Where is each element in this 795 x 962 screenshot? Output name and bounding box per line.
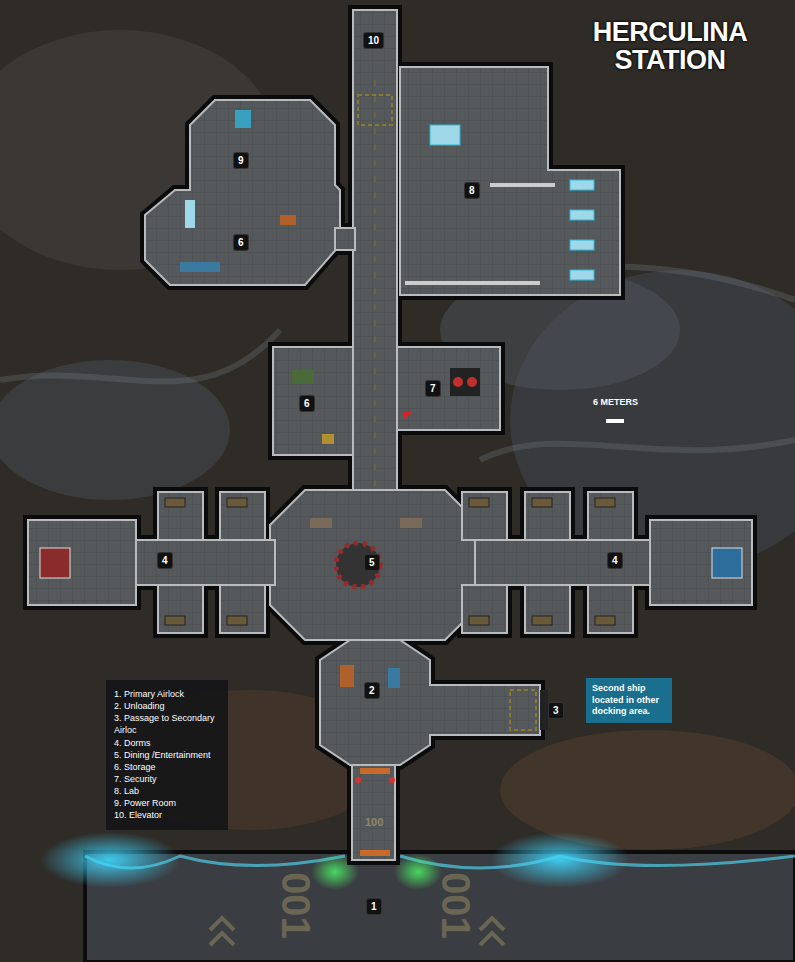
room-number: 4 — [608, 553, 622, 568]
legend-entry: 8. Lab — [114, 785, 220, 797]
legend-entry: 4. Dorms — [114, 737, 220, 749]
room-number-text: 2 — [369, 685, 375, 696]
room-number-text: 8 — [469, 185, 475, 196]
room-number-text: 4 — [162, 555, 168, 566]
room-number-text: 6 — [304, 398, 310, 409]
map-title: HERCULINA STATION — [590, 18, 750, 75]
legend-entry: 9. Power Room — [114, 797, 220, 809]
pad-marking: 001 — [273, 872, 318, 939]
room-number-text: 9 — [238, 155, 244, 166]
room-number: 2 — [365, 683, 379, 698]
room-number: 4 — [158, 553, 172, 568]
room-number-text: 1 — [371, 901, 377, 912]
legend-panel: 1. Primary Airlock2. Unloading3. Passage… — [106, 680, 228, 830]
legend-entry: 5. Dining /Entertainment — [114, 749, 220, 761]
floor-marking: 100 — [365, 816, 383, 828]
room-number: 6 — [234, 235, 248, 250]
room-number: 7 — [426, 381, 440, 396]
legend-entry: 1. Primary Airlock — [114, 688, 220, 700]
legend-entry: 10. Elevator — [114, 809, 220, 821]
room-number: 8 — [465, 183, 479, 198]
room-number-text: 10 — [368, 35, 379, 46]
room-number: 5 — [365, 555, 379, 570]
room-number-text: 7 — [430, 383, 436, 394]
callout-text: Second ship located in other docking are… — [592, 683, 666, 718]
room-number: 9 — [234, 153, 248, 168]
legend-entry: 2. Unloading — [114, 700, 220, 712]
legend-entry: 3. Passage to Secondary Airloc — [114, 712, 220, 736]
legend-entry: 6. Storage — [114, 761, 220, 773]
room-number: 1 — [367, 899, 381, 914]
room-number-text: 5 — [369, 557, 375, 568]
room-number: 3 — [549, 703, 563, 718]
room-number-text: 6 — [238, 237, 244, 248]
room-number-text: 4 — [612, 555, 618, 566]
callout-box: Second ship located in other docking are… — [586, 678, 672, 723]
room-number: 6 — [300, 396, 314, 411]
legend-entry: 7. Security — [114, 773, 220, 785]
pad-marking: 001 — [433, 872, 478, 939]
scale-label: 6 METERS — [593, 397, 638, 407]
room-number: 10 — [364, 33, 383, 48]
room-number-text: 3 — [553, 705, 559, 716]
